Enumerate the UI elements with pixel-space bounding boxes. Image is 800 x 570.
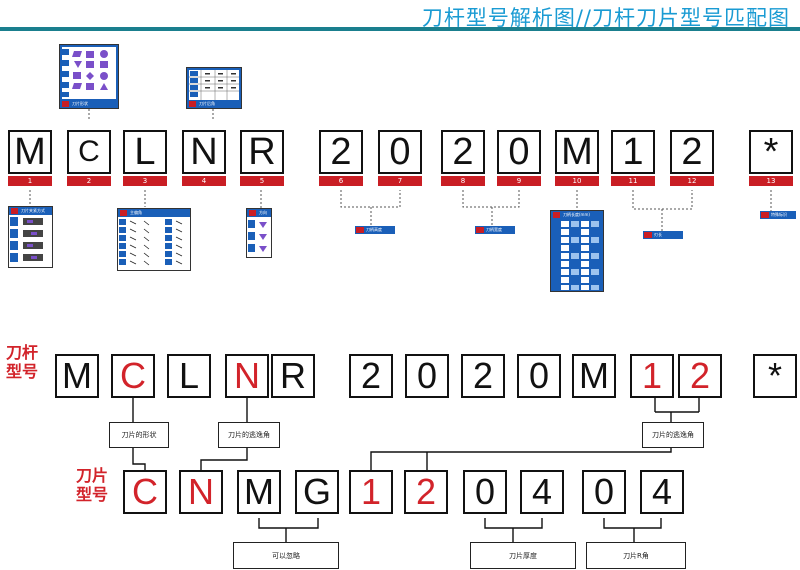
top-code-number: 10 — [555, 176, 599, 186]
length-grid-icon — [561, 221, 599, 290]
top-code-char: N — [182, 130, 226, 174]
callout-thickness: 刀片厚度 — [470, 542, 576, 569]
top-code-number: 11 — [611, 176, 655, 186]
top-code-number: 1 — [8, 176, 52, 186]
insert-code-char: 4 — [520, 470, 564, 514]
clamping-grid-icon — [10, 217, 43, 262]
top-code-char: M — [555, 130, 599, 174]
top-code-char: R — [240, 130, 284, 174]
top-code-number: 4 — [182, 176, 226, 186]
insert-code-char: M — [237, 470, 281, 514]
insert-code-char: G — [295, 470, 339, 514]
top-code-char: 0 — [378, 130, 422, 174]
insert-code-char: N — [179, 470, 223, 514]
angle-caption: 主偏角 — [118, 209, 190, 217]
insert-clearance-thumb: 刀片后角 — [186, 67, 242, 109]
holder-code-char: N — [225, 354, 269, 398]
top-code-char: 1 — [611, 130, 655, 174]
connector-clearance-right-top — [654, 398, 700, 422]
holder-code-char: 2 — [461, 354, 505, 398]
clamping-thumb: 刀片夹紧方式 — [8, 206, 53, 268]
angle-grid-icon — [119, 219, 183, 266]
bracket-11-12 — [632, 190, 693, 231]
shape-grid-icon — [62, 47, 116, 99]
holder-code-char: M — [572, 354, 616, 398]
hand-thumb: 方向 — [246, 208, 272, 258]
insert-code-char: C — [123, 470, 167, 514]
top-code-char: 0 — [497, 130, 541, 174]
connector-clearance-left-bottom — [200, 448, 248, 470]
callout-radius: 刀片R角 — [586, 542, 686, 569]
holder-code-char: 0 — [517, 354, 561, 398]
bracket-6-7 — [340, 190, 401, 226]
holder-code-char: 2 — [678, 354, 722, 398]
top-code-number: 2 — [67, 176, 111, 186]
connector-radius — [603, 518, 662, 542]
callout-insert-shape: 刀片的形状 — [109, 422, 169, 448]
insert-shape-thumb: 刀片形状 — [59, 44, 119, 109]
tag-11-12: 刃长 — [643, 231, 683, 239]
holder-code-char: L — [167, 354, 211, 398]
top-code-number: 8 — [441, 176, 485, 186]
insert-code-char: 2 — [404, 470, 448, 514]
connector-shape-bottom — [132, 448, 146, 470]
top-code-number: 3 — [123, 176, 167, 186]
top-code-char: 2 — [319, 130, 363, 174]
holder-model-label: 刀杆 型号 — [5, 343, 38, 381]
connector-thickness — [484, 518, 543, 542]
top-code-char: 2 — [670, 130, 714, 174]
top-code-number: 5 — [240, 176, 284, 186]
length-table-thumb: 刀柄长度(mm) — [550, 210, 604, 292]
insert-code-char: 1 — [349, 470, 393, 514]
clearance-grid-icon — [189, 70, 239, 100]
holder-code-char: 2 — [349, 354, 393, 398]
title-rule — [0, 27, 800, 31]
hand-caption: 方向 — [247, 209, 271, 217]
top-code-char: 2 — [441, 130, 485, 174]
bracket-8-9 — [462, 190, 520, 226]
callout-clearance-left: 刀片的逃逸角 — [218, 422, 280, 448]
connector-optional — [258, 518, 319, 542]
insert-clearance-caption: 刀片后角 — [187, 100, 241, 108]
top-code-char: C — [67, 130, 111, 174]
top-code-char: L — [123, 130, 167, 174]
top-code-number: 6 — [319, 176, 363, 186]
holder-code-char: C — [111, 354, 155, 398]
top-code-char: M — [8, 130, 52, 174]
tag-13: 特殊标识 — [760, 211, 796, 219]
angle-thumb: 主偏角 — [117, 208, 191, 271]
top-code-char: * — [749, 130, 793, 174]
holder-code-char: * — [753, 354, 797, 398]
insert-code-char: 0 — [463, 470, 507, 514]
holder-code-char: R — [271, 354, 315, 398]
holder-code-char: 0 — [405, 354, 449, 398]
insert-code-char: 0 — [582, 470, 626, 514]
top-code-number: 7 — [378, 176, 422, 186]
connector-clearance-right-bottom — [370, 448, 672, 470]
insert-code-char: 4 — [640, 470, 684, 514]
insert-shape-caption: 刀片形状 — [60, 100, 118, 108]
top-code-number: 13 — [749, 176, 793, 186]
hand-grid-icon — [248, 220, 267, 252]
callout-clearance-right: 刀片的逃逸角 — [642, 422, 704, 448]
length-table-caption: 刀柄长度(mm) — [551, 211, 603, 219]
page-title: 刀杆型号解析图//刀杆刀片型号匹配图 — [421, 6, 790, 30]
callout-optional: 可以忽略 — [233, 542, 339, 569]
insert-model-label: 刀片 型号 — [75, 466, 108, 504]
tag-8-9: 刀柄宽度 — [475, 226, 515, 234]
clamping-caption: 刀片夹紧方式 — [9, 207, 52, 215]
holder-code-char: M — [55, 354, 99, 398]
top-code-number: 12 — [670, 176, 714, 186]
holder-code-char: 1 — [630, 354, 674, 398]
top-code-number: 9 — [497, 176, 541, 186]
tag-6-7: 刀柄高度 — [355, 226, 395, 234]
